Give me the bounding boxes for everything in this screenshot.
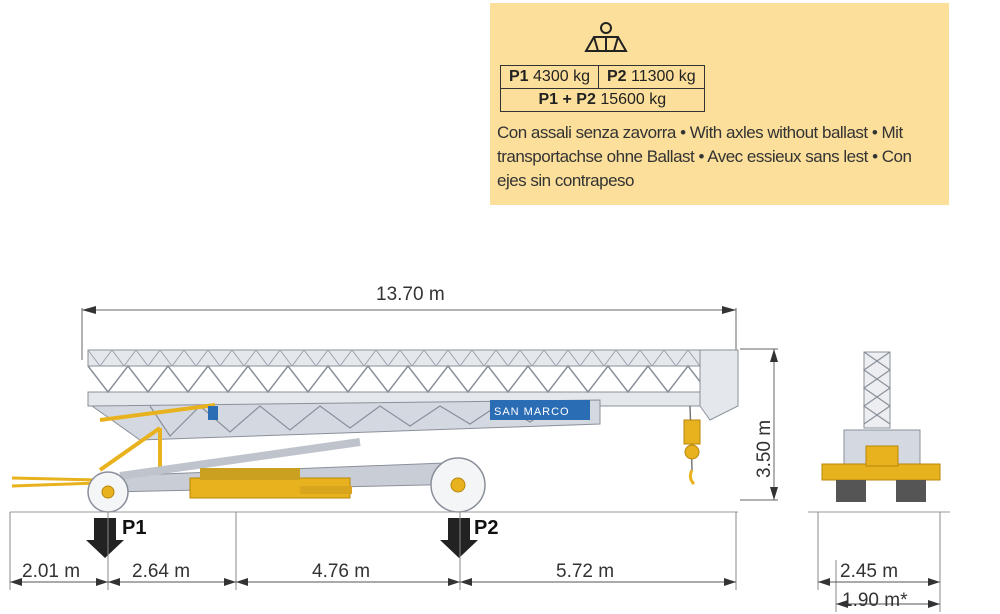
width-top-label: 2.45 m — [840, 561, 898, 582]
p2-cell: P2 11300 kg — [597, 65, 705, 89]
segment-2-label: 2.64 m — [132, 561, 190, 582]
total-length-dimension: 13.70 m — [81, 284, 737, 360]
total-length-label: 13.70 m — [376, 284, 445, 305]
height-label: 3.50 m — [754, 420, 775, 478]
segment-4-label: 5.72 m — [556, 561, 614, 582]
weight-table: P1 4300 kg P2 11300 kg P1 + P2 15600 kg — [500, 65, 705, 112]
crane-side-view: SAN MARCO — [11, 349, 739, 513]
load-arrow-p2: P2 — [440, 517, 498, 558]
caption-text: Con assali senza zavorra • With axles wi… — [497, 123, 912, 190]
crane-front-view — [821, 351, 941, 502]
weight-info-panel: P1 4300 kg P2 11300 kg P1 + P2 15600 kg … — [490, 3, 949, 205]
load-p2-label: P2 — [474, 517, 498, 539]
load-p1-label: P1 — [122, 517, 146, 539]
segment-3-label: 4.76 m — [312, 561, 370, 582]
sum-cell: P1 + P2 15600 kg — [500, 88, 705, 112]
brand-label: SAN MARCO — [494, 406, 570, 418]
segment-1-label: 2.01 m — [22, 561, 80, 582]
height-dimension: 3.50 m — [740, 348, 778, 501]
transport-axle-icon — [584, 22, 628, 52]
width-bottom-label: 1.90 m* — [842, 590, 908, 611]
width-dimensions: 2.45 m 1.90 m* — [817, 512, 941, 612]
load-arrow-p1: P1 — [86, 517, 146, 558]
segment-dimensions: 2.01 m 2.64 m 4.76 m 5.72 m — [9, 512, 737, 590]
